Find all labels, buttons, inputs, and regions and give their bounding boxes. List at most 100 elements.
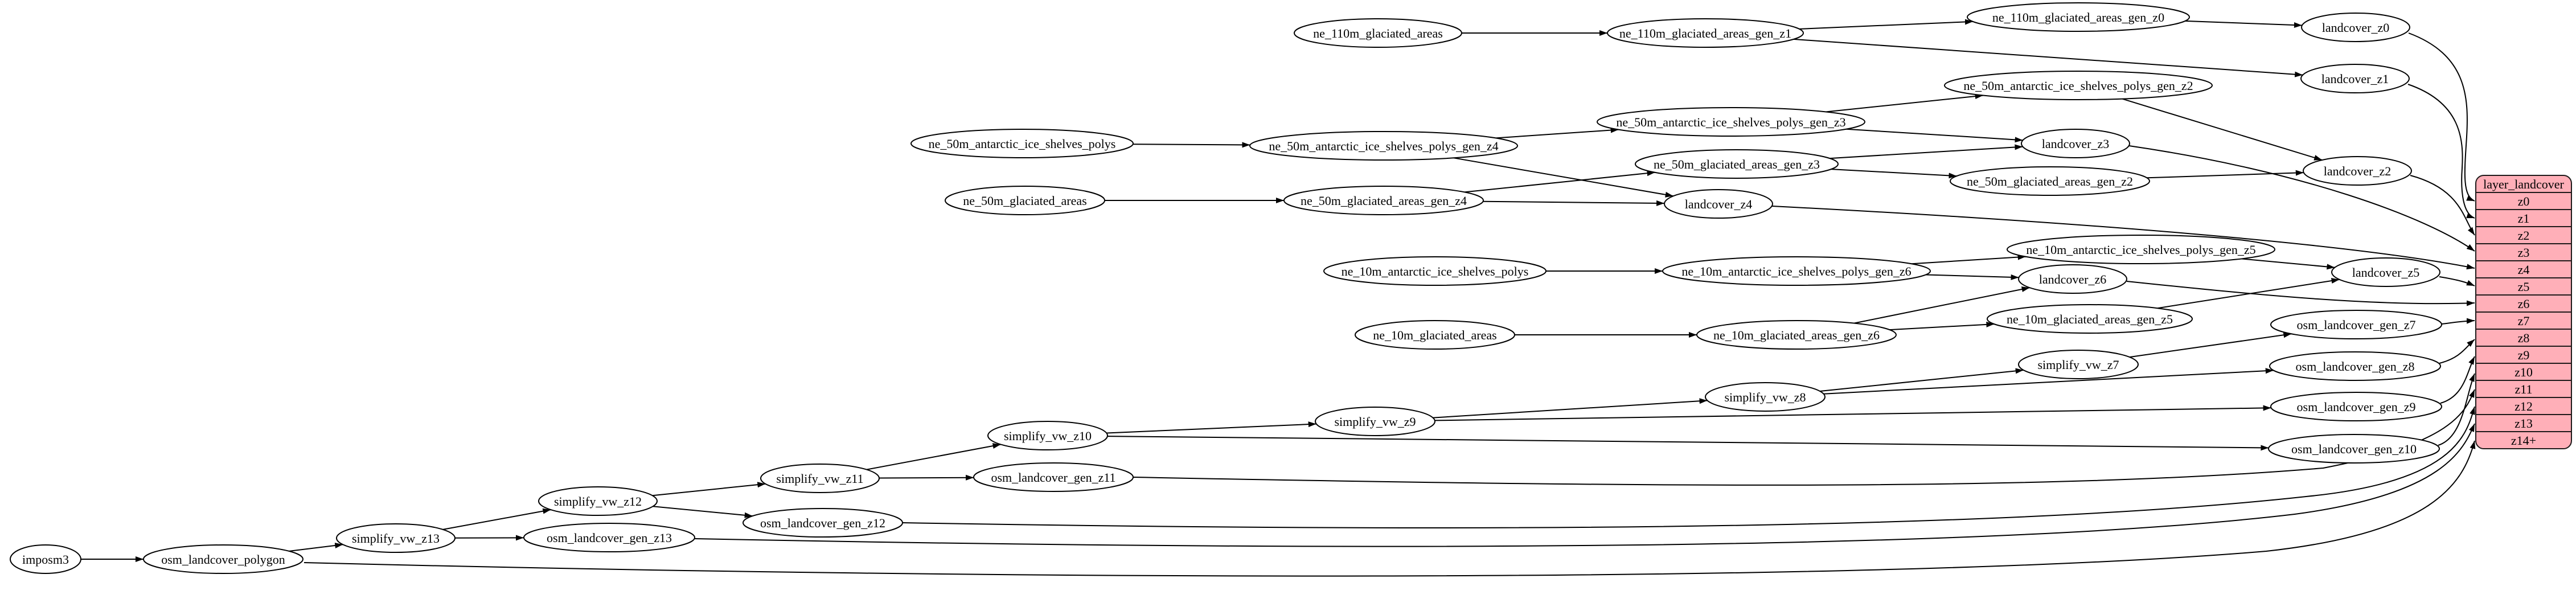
edges-layer [81, 19, 2476, 577]
edge-ne-50m-glaciated-areas-gen-z2-to-landcover-z2 [2147, 170, 2304, 179]
node-ne-10m-glaciated-areas-gen-z5: ne_10m_glaciated_areas_gen_z5 [1987, 304, 2193, 334]
edge-simplify-vw-z11-to-simplify-vw-z10 [866, 443, 1001, 470]
node-ne-50m-antarctic-ice-shelves-polys: ne_50m_antarctic_ice_shelves_polys [910, 129, 1134, 158]
edge-simplify-vw-z12-to-simplify-vw-z11 [652, 482, 766, 497]
table-row-z8: z8 [2518, 331, 2530, 345]
node-label-landcover-z3: landcover_z3 [2042, 137, 2110, 151]
node-ellipse-ne-10m-antarctic-ice-shelves-polys-gen-z6 [1662, 256, 1931, 286]
node-ne-50m-antarctic-ice-shelves-polys-gen-z4: ne_50m_antarctic_ice_shelves_polys_gen_z… [1249, 131, 1518, 161]
node-simplify-vw-z12: simplify_vw_z12 [538, 486, 658, 516]
node-ellipse-osm-landcover-gen-z12 [743, 508, 903, 538]
edge-ne-110m-glaciated-areas-gen-z1-to-landcover-z1 [1793, 38, 2303, 77]
table-row-z9: z9 [2518, 348, 2530, 362]
edge-ne-50m-antarctic-ice-shelves-polys-gen-z3-to-ne-50m-antarctic-ice-shelves-polys-gen-z2 [1826, 93, 1983, 113]
node-ellipse-osm-landcover-polygon [143, 544, 303, 574]
table-row-z14plus: z14+ [2511, 433, 2536, 448]
edge-osm-landcover-gen-z7-to-row-z7 [2441, 318, 2475, 325]
node-label-landcover-z1: landcover_z1 [2321, 72, 2389, 86]
table-title: layer_landcover [2483, 177, 2564, 191]
table-row-z12: z12 [2515, 399, 2533, 413]
table-row-z7: z7 [2518, 314, 2530, 328]
node-ellipse-ne-10m-glaciated-areas [1355, 320, 1515, 350]
node-simplify-vw-z8: simplify_vw_z8 [1705, 382, 1826, 412]
node-label-ne-110m-glaciated-areas-gen-z0: ne_110m_glaciated_areas_gen_z0 [1992, 10, 2164, 24]
node-ellipse-osm-landcover-gen-z11 [973, 462, 1134, 492]
node-ellipse-ne-50m-antarctic-ice-shelves-polys [910, 129, 1134, 158]
node-ne-10m-antarctic-ice-shelves-polys-gen-z6: ne_10m_antarctic_ice_shelves_polys_gen_z… [1662, 256, 1931, 286]
node-ellipse-imposm3 [10, 544, 81, 574]
node-ellipse-landcover-z6 [2018, 264, 2127, 294]
edge-osm-landcover-gen-z8-to-row-z8 [2439, 339, 2475, 364]
node-label-ne-50m-antarctic-ice-shelves-polys-gen-z4: ne_50m_antarctic_ice_shelves_polys_gen_z… [1269, 139, 1498, 153]
node-label-simplify-vw-z7: simplify_vw_z7 [2038, 358, 2119, 372]
table-layer: layer_landcoverz0z1z2z3z4z5z6z7z8z9z10z1… [2475, 175, 2572, 449]
node-label-osm-landcover-gen-z7: osm_landcover_gen_z7 [2297, 318, 2416, 332]
node-label-ne-50m-glaciated-areas-gen-z4: ne_50m_glaciated_areas_gen_z4 [1301, 194, 1467, 208]
node-label-ne-50m-antarctic-ice-shelves-polys-gen-z3: ne_50m_antarctic_ice_shelves_polys_gen_z… [1616, 115, 1845, 129]
table-row-z2: z2 [2518, 228, 2530, 243]
edge-ne-50m-antarctic-ice-shelves-polys-to-ne-50m-antarctic-ice-shelves-polys-gen-z4 [1133, 142, 1250, 148]
edge-simplify-vw-z7-to-osm-landcover-gen-z7 [2129, 332, 2292, 358]
node-label-ne-50m-glaciated-areas-gen-z3: ne_50m_glaciated_areas_gen_z3 [1654, 157, 1820, 171]
node-label-osm-landcover-gen-z8: osm_landcover_gen_z8 [2296, 359, 2415, 374]
table-layer-landcover: layer_landcoverz0z1z2z3z4z5z6z7z8z9z10z1… [2475, 175, 2572, 449]
node-simplify-vw-z10: simplify_vw_z10 [987, 421, 1108, 450]
node-landcover-z6: landcover_z6 [2018, 264, 2127, 294]
node-label-landcover-z4: landcover_z4 [1685, 197, 1753, 211]
node-imposm3: imposm3 [10, 544, 81, 574]
node-landcover-z2: landcover_z2 [2303, 156, 2412, 186]
node-label-landcover-z6: landcover_z6 [2039, 272, 2107, 286]
edge-ne-10m-antarctic-ice-shelves-polys-gen-z6-to-ne-10m-antarctic-ice-shelves-polys-gen-z5 [1912, 254, 2026, 265]
node-simplify-vw-z9: simplify_vw_z9 [1315, 407, 1435, 436]
edge-osm-landcover-gen-z9-to-row-z9 [2440, 356, 2475, 404]
edge-ne-50m-antarctic-ice-shelves-polys-gen-z2-to-landcover-z2 [2122, 98, 2323, 161]
node-ellipse-osm-landcover-gen-z13 [523, 523, 695, 552]
edge-ne-50m-antarctic-ice-shelves-polys-gen-z3-to-landcover-z3 [1846, 128, 2023, 143]
table-row-z10: z10 [2515, 365, 2533, 379]
node-label-simplify-vw-z9: simplify_vw_z9 [1335, 415, 1416, 429]
node-label-landcover-z0: landcover_z0 [2322, 20, 2390, 35]
node-ne-50m-glaciated-areas-gen-z3: ne_50m_glaciated_areas_gen_z3 [1635, 149, 1839, 179]
edge-osm-landcover-polygon-to-row-z14plus [303, 440, 2476, 577]
node-ellipse-simplify-vw-z12 [538, 486, 658, 516]
edge-ne-50m-antarctic-ice-shelves-polys-gen-z4-to-ne-50m-antarctic-ice-shelves-polys-gen-z3 [1496, 127, 1619, 139]
node-label-simplify-vw-z11: simplify_vw_z11 [776, 471, 863, 486]
edge-landcover-z5-to-row-z5 [2439, 276, 2475, 286]
node-ellipse-simplify-vw-z9 [1315, 407, 1435, 436]
node-label-osm-landcover-gen-z12: osm_landcover_gen_z12 [760, 516, 885, 530]
node-landcover-z3: landcover_z3 [2021, 129, 2130, 158]
node-simplify-vw-z13: simplify_vw_z13 [336, 523, 456, 553]
node-ellipse-osm-landcover-gen-z8 [2269, 351, 2441, 381]
edge-simplify-vw-z12-to-osm-landcover-gen-z12 [653, 506, 753, 518]
edge-landcover-z1-to-row-z1 [2407, 84, 2475, 219]
node-ellipse-landcover-z1 [2300, 64, 2410, 93]
node-label-osm-landcover-gen-z13: osm_landcover_gen_z13 [547, 531, 672, 545]
edge-landcover-z6-to-row-z6 [2126, 281, 2475, 306]
table-row-z11: z11 [2515, 382, 2533, 396]
edge-ne-10m-glaciated-areas-gen-z6-to-landcover-z6 [1853, 286, 2030, 324]
node-landcover-z1: landcover_z1 [2300, 64, 2410, 93]
node-ellipse-osm-landcover-gen-z9 [2270, 392, 2442, 421]
node-ellipse-ne-50m-antarctic-ice-shelves-polys-gen-z2 [1944, 71, 2213, 100]
edge-simplify-vw-z13-to-simplify-vw-z12 [442, 508, 551, 530]
edge-osm-landcover-gen-z11-to-row-z11 [1133, 389, 2475, 486]
table-row-z1: z1 [2518, 211, 2530, 225]
node-osm-landcover-gen-z8: osm_landcover_gen_z8 [2269, 351, 2441, 381]
node-osm-landcover-gen-z7: osm_landcover_gen_z7 [2270, 310, 2442, 339]
node-label-landcover-z5: landcover_z5 [2352, 265, 2420, 280]
table-row-z0: z0 [2518, 194, 2530, 208]
edge-ne-50m-glaciated-areas-gen-z3-to-landcover-z3 [1830, 144, 2023, 159]
node-osm-landcover-gen-z11: osm_landcover_gen_z11 [973, 462, 1134, 492]
node-label-ne-10m-glaciated-areas: ne_10m_glaciated_areas [1373, 328, 1496, 342]
node-label-ne-50m-antarctic-ice-shelves-polys: ne_50m_antarctic_ice_shelves_polys [929, 137, 1116, 151]
node-ellipse-ne-50m-glaciated-areas [945, 186, 1105, 215]
node-label-ne-50m-glaciated-areas-gen-z2: ne_50m_glaciated_areas_gen_z2 [1967, 174, 2133, 188]
node-osm-landcover-gen-z10: osm_landcover_gen_z10 [2268, 434, 2440, 464]
node-ellipse-simplify-vw-z10 [987, 421, 1108, 450]
node-ellipse-ne-50m-glaciated-areas-gen-z3 [1635, 149, 1839, 179]
node-ellipse-ne-50m-glaciated-areas-gen-z4 [1283, 186, 1484, 215]
node-ellipse-ne-10m-glaciated-areas-gen-z6 [1696, 320, 1897, 350]
node-ne-110m-glaciated-areas-gen-z1: ne_110m_glaciated_areas_gen_z1 [1607, 18, 1804, 48]
